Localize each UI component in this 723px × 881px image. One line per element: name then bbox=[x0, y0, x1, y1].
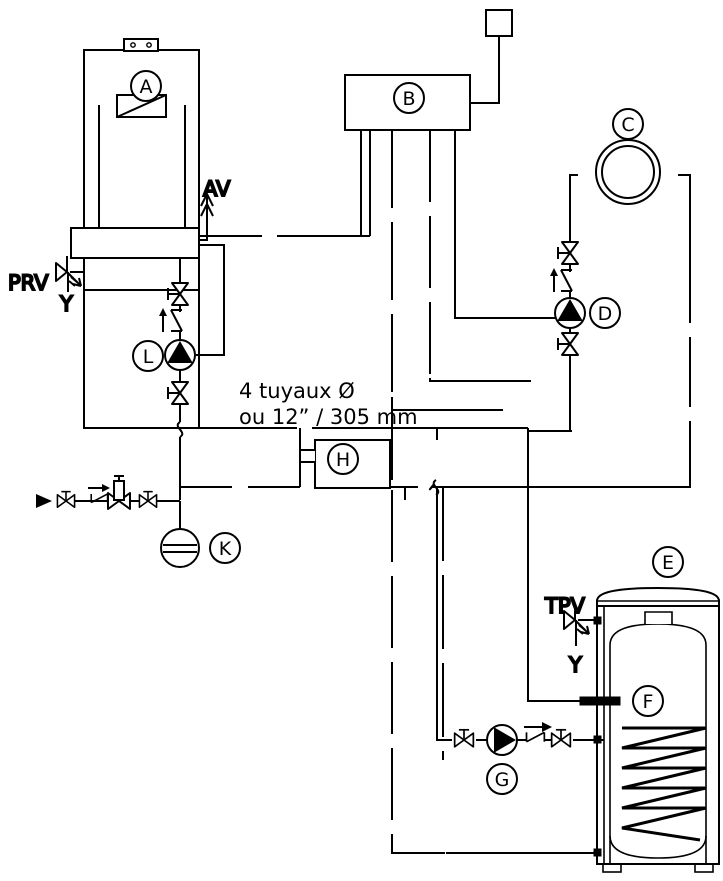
prv-label: PRV bbox=[8, 271, 49, 295]
callout-bubbles: A B C D E F G H bbox=[130, 70, 684, 795]
callout-g-pump: G bbox=[486, 763, 518, 795]
flow-arrow-d bbox=[550, 268, 558, 292]
gate-valve-feed-2 bbox=[138, 490, 158, 509]
control-box-b bbox=[344, 9, 513, 131]
coil-c-piping bbox=[470, 174, 691, 488]
prv-assembly bbox=[55, 255, 84, 292]
cold-water-feed-train bbox=[36, 475, 180, 510]
callout-d-pump: D bbox=[589, 297, 621, 329]
callout-b-label: B bbox=[402, 88, 415, 110]
secondary-header bbox=[180, 479, 470, 500]
air-vent-riser bbox=[199, 191, 214, 241]
boiler-circuit-riser bbox=[159, 258, 196, 500]
check-valve-d bbox=[560, 269, 573, 292]
gate-valve-feed-1 bbox=[56, 490, 76, 509]
callout-l-label: L bbox=[143, 346, 154, 368]
primary-header bbox=[84, 427, 572, 440]
flow-arrow-feed bbox=[88, 484, 110, 492]
callout-k-label: K bbox=[219, 538, 232, 560]
gate-valve-d-lower bbox=[557, 332, 579, 356]
prv-drain-label: Y bbox=[59, 292, 73, 316]
callout-e-storage-tank: E bbox=[652, 546, 684, 578]
dhw-loop bbox=[436, 431, 604, 741]
pump-d bbox=[554, 297, 586, 329]
gate-valve-d-upper bbox=[557, 241, 579, 265]
av-label: AV bbox=[203, 177, 231, 201]
tpv-assembly bbox=[563, 603, 596, 646]
callout-f-label: F bbox=[643, 691, 654, 713]
flow-arrow-g bbox=[524, 722, 552, 732]
note-line-1: 4 tuyaux Ø bbox=[239, 379, 355, 403]
control-wires bbox=[341, 130, 555, 411]
tpv-drain-label: Y bbox=[568, 653, 582, 677]
storage-tank-e bbox=[579, 586, 720, 873]
callout-g-label: G bbox=[495, 769, 510, 791]
callout-a-boiler-heat-exchanger: A bbox=[130, 70, 162, 102]
callout-h-label: H bbox=[336, 449, 350, 471]
pump-g bbox=[486, 724, 518, 756]
pressure-reducing-valve bbox=[107, 475, 131, 510]
callout-d-label: D bbox=[598, 303, 613, 325]
ring-coil-c bbox=[595, 139, 661, 205]
callout-h-low-loss-header: H bbox=[327, 443, 359, 475]
callout-e-label: E bbox=[662, 552, 674, 574]
gate-valve-g-inlet bbox=[453, 728, 475, 748]
callout-l-pump: L bbox=[132, 340, 164, 372]
callout-c-label: C bbox=[621, 114, 634, 136]
callout-b-control-panel: B bbox=[393, 82, 425, 114]
note-line-2: ou 12” / 305 mm bbox=[239, 405, 418, 429]
callout-a-label: A bbox=[140, 76, 153, 98]
pump-l bbox=[164, 339, 196, 371]
callout-c-coil-loop: C bbox=[612, 108, 644, 140]
callout-f-tank-coil: F bbox=[632, 685, 664, 717]
expansion-tank-k bbox=[160, 501, 200, 568]
callout-k-expansion-tank: K bbox=[209, 532, 241, 564]
boiler-supply-line bbox=[199, 102, 362, 237]
boiler-return-bypass bbox=[196, 244, 225, 356]
tpv-label: TPV bbox=[544, 594, 585, 618]
flow-arrow-boiler bbox=[159, 308, 167, 332]
check-valve-g bbox=[525, 731, 546, 743]
gate-valve-g-outlet bbox=[550, 728, 572, 748]
